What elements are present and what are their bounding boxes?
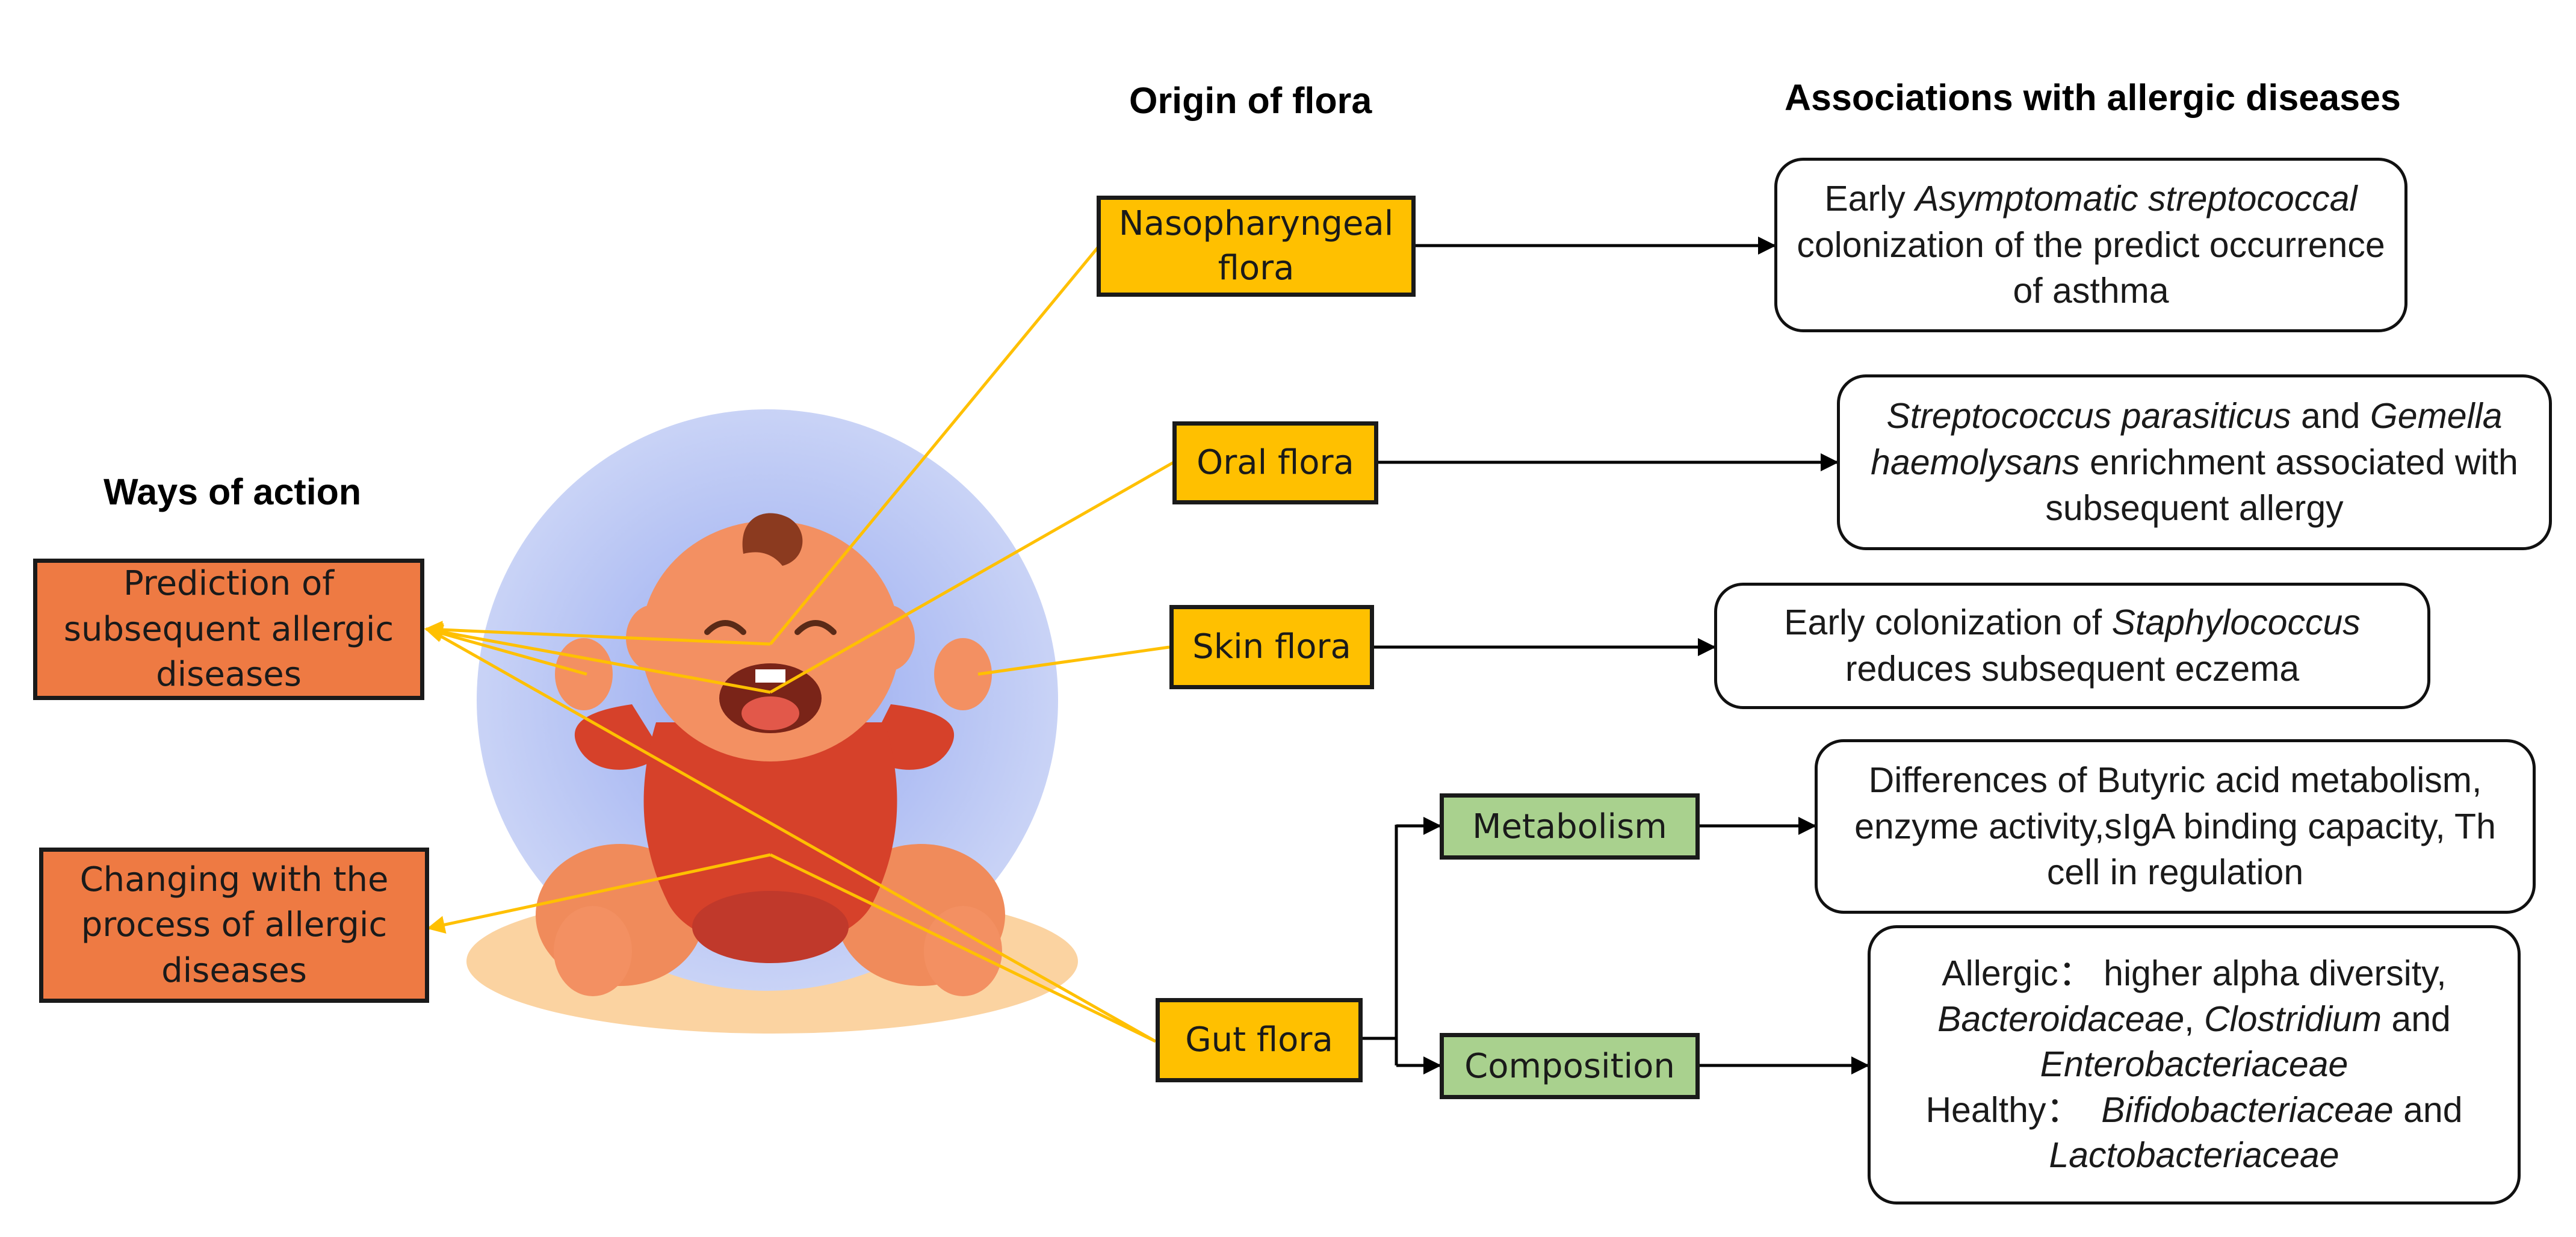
flora-gut-label: Gut flora bbox=[1185, 1020, 1333, 1060]
assoc-skin-l1a: Early colonization of bbox=[1784, 603, 2112, 643]
assoc-oral-l2b: enrichment bbox=[2079, 442, 2266, 482]
assoc-comp-l1: Allergic： higher alpha diversity, bbox=[1942, 953, 2447, 994]
ways-box-changing: Changing with the process of allergic di… bbox=[39, 848, 429, 1003]
assoc-box-skin: Early colonization of Staphylococcus red… bbox=[1714, 583, 2430, 709]
connector-skin bbox=[977, 645, 1170, 676]
assoc-comp-l2d: and bbox=[2382, 999, 2451, 1039]
ways-box-prediction: Prediction of subsequent allergic diseas… bbox=[33, 559, 424, 700]
flora-nasopharyngeal-line-1: Nasopharyngeal bbox=[1118, 204, 1394, 244]
header-associations: Associations with allergic diseases bbox=[1785, 77, 2401, 118]
assoc-comp-l4c: and bbox=[2393, 1090, 2463, 1130]
assoc-naso-l1a: Early bbox=[1824, 178, 1916, 219]
connector-gut bbox=[769, 853, 1157, 1043]
ways-prediction-line-1: Prediction of bbox=[123, 564, 334, 604]
assoc-naso-l2b: colonization of the bbox=[1797, 225, 2083, 265]
flora-oral-label: Oral flora bbox=[1197, 443, 1354, 483]
assoc-comp-l2c: Clostridium bbox=[2203, 999, 2382, 1039]
flora-skin-label: Skin flora bbox=[1192, 627, 1351, 667]
assoc-comp-l3: Enterobacteriaceae bbox=[2040, 1044, 2348, 1085]
assoc-box-oral: Streptococcus parasiticus and Gemella ha… bbox=[1837, 374, 2552, 550]
assoc-box-composition: Allergic： higher alpha diversity, Bacter… bbox=[1868, 925, 2521, 1204]
connector-oral bbox=[769, 460, 1175, 694]
assoc-metab-l3: Th cell in regulation bbox=[2046, 806, 2496, 893]
assoc-oral-l2a: Gemella haemolysans bbox=[1871, 395, 2503, 482]
ways-prediction-line-3: diseases bbox=[156, 655, 302, 695]
ways-changing-line-2: process of allergic bbox=[81, 905, 388, 945]
gut-composition-label: Composition bbox=[1464, 1046, 1675, 1086]
header-origin-of-flora: Origin of flora bbox=[1129, 80, 1372, 121]
assoc-comp-l4a: Healthy： bbox=[1925, 1090, 2102, 1130]
baby-to-flora-connectors bbox=[769, 246, 1175, 1043]
assoc-naso-l2a: streptococcal bbox=[2148, 178, 2358, 219]
flora-box-oral: Oral flora bbox=[1172, 421, 1378, 504]
assoc-box-nasopharyngeal: Early Asymptomatic streptococcal coloniz… bbox=[1774, 158, 2407, 332]
assoc-box-metabolism: Differences of Butyric acid metabolism, … bbox=[1815, 739, 2536, 914]
ways-changing-line-1: Changing with the bbox=[79, 860, 389, 899]
assoc-naso-l3: predict occurrence of asthma bbox=[2013, 225, 2385, 311]
assoc-oral-l1a: Streptococcus parasiticus bbox=[1886, 395, 2291, 436]
assoc-comp-l2a: Bacteroidaceae bbox=[1937, 999, 2185, 1039]
ways-prediction-line-2: subsequent allergic bbox=[63, 609, 394, 649]
assoc-metab-l2: enzyme activity,sIgA binding capacity, bbox=[1854, 806, 2445, 846]
assoc-comp-l2b: , bbox=[2184, 999, 2204, 1039]
assoc-comp-l5: Lactobacteriaceae bbox=[2049, 1135, 2339, 1176]
assoc-skin-l2: reduces subsequent eczema bbox=[1845, 649, 2300, 689]
ways-changing-line-3: diseases bbox=[161, 950, 307, 990]
connector-nasopharyngeal bbox=[769, 246, 1100, 645]
gut-metabolism-label: Metabolism bbox=[1472, 807, 1667, 846]
assoc-naso-l1b: Asymptomatic bbox=[1915, 178, 2138, 219]
header-ways-of-action: Ways of action bbox=[104, 471, 362, 512]
flora-box-nasopharyngeal: Nasopharyngeal flora bbox=[1097, 196, 1416, 297]
flora-to-association-arrows bbox=[1361, 237, 1869, 1074]
assoc-oral-l1b: and bbox=[2291, 395, 2361, 436]
flora-box-gut: Gut flora bbox=[1156, 998, 1363, 1082]
flora-nasopharyngeal-line-2: flora bbox=[1218, 249, 1295, 288]
assoc-oral-l3: associated with subsequent allergy bbox=[2045, 442, 2518, 529]
flora-box-skin: Skin flora bbox=[1169, 605, 1374, 689]
flora-to-ways-connectors bbox=[424, 621, 1157, 1043]
assoc-skin-l1b: Staphylococcus bbox=[2111, 603, 2361, 643]
gut-branch-metabolism: Metabolism bbox=[1440, 793, 1700, 860]
assoc-metab-l1: Differences of Butyric acid metabolism, bbox=[1868, 760, 2482, 800]
assoc-comp-l4b: Bifidobacteriaceae bbox=[2101, 1090, 2394, 1130]
gut-branch-composition: Composition bbox=[1440, 1033, 1700, 1099]
